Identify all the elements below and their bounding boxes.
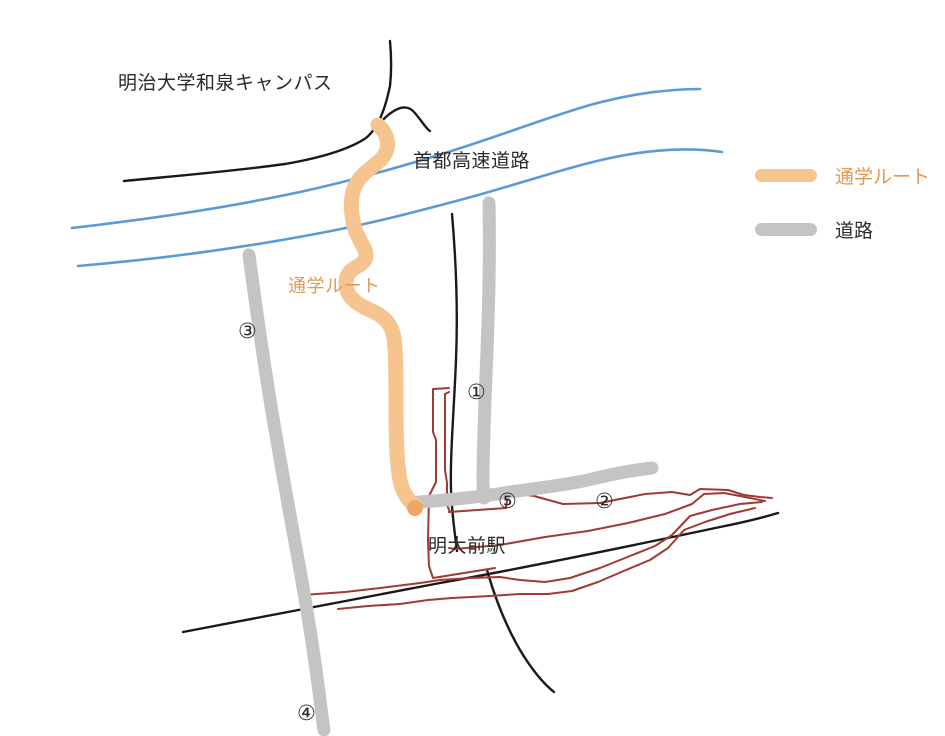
expressway-label: 首都高速道路 [413,151,531,172]
legend-item-road: 道路 [755,209,935,249]
commute-route-endpoint [407,500,423,516]
railway-lower-east [439,501,763,583]
street-south-branch [485,568,556,694]
expressway-north-line [70,87,702,230]
railway-lower-left2 [337,597,453,610]
legend-swatch-road [755,222,817,236]
legend-item-commute-route: 通学ルート [755,155,935,195]
road-1 [476,196,496,505]
railway-lines [302,387,773,610]
railway-lower-east2 [451,507,756,599]
commute-route-inline-label: 通学ルート [288,276,381,296]
road-2 [412,461,659,509]
campus-label: 明治大学和泉キャンパス [118,73,333,94]
legend-label-commute-route: 通学ルート [835,166,931,188]
railway-lower-left [302,579,441,596]
road-marker-5: ⑤ [498,490,517,513]
street-diagonal [181,511,780,634]
commute-route-path [338,117,423,514]
expressway-lines [70,87,724,268]
railway-station-lower [448,492,766,550]
expressway-south-line [76,148,724,268]
railway-vertical-left [427,387,496,579]
street-lines [122,39,780,694]
road-marker-1: ① [467,381,486,404]
road-marker-2: ② [595,490,614,513]
road-marker-3: ③ [238,320,257,343]
road-marker-4: ④ [297,702,316,725]
commute-route [338,117,423,514]
street-campus-west [122,39,393,183]
roads [242,196,659,736]
road-3-4 [242,248,331,736]
station-label: 明大前駅 [428,536,507,557]
street-campus-branch [375,106,432,133]
legend-label-road: 道路 [835,220,874,242]
legend-swatch-commute-route [755,168,817,182]
map-legend: 通学ルート 道路 [755,155,935,263]
